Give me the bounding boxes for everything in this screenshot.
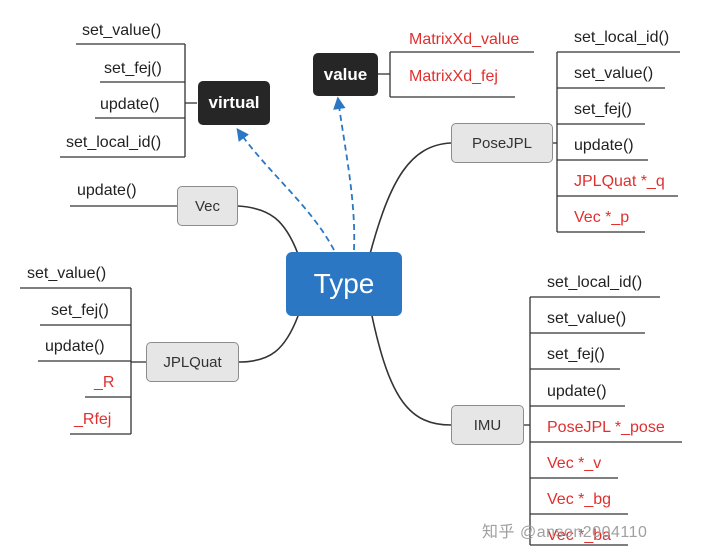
imu-item-update: update() — [547, 383, 607, 400]
imu-item-vec-v: Vec *_v — [547, 455, 602, 472]
connector-root-jplquat — [238, 315, 299, 363]
virtual-item-set-value: set_value() — [82, 22, 162, 39]
jplquat-item-set-fej: set_fej() — [51, 302, 109, 319]
connector-root-vec — [237, 205, 299, 255]
value-item-matrixxd-value: MatrixXd_value — [409, 31, 520, 48]
jplquat-branch-lines — [20, 287, 146, 435]
value-item-matrixxd-fej: MatrixXd_fej — [409, 68, 498, 85]
jplquat-item-r: _R — [94, 374, 115, 391]
node-imu[interactable]: IMU — [451, 405, 524, 445]
virtual-item-update: update() — [100, 96, 160, 113]
node-virtual[interactable]: virtual — [198, 81, 270, 125]
node-posejpl[interactable]: PoseJPL — [451, 123, 553, 163]
dashed-arrow-virtual — [236, 127, 335, 251]
jplquat-item-set-value: set_value() — [27, 265, 107, 282]
vec-item-update: update() — [77, 182, 137, 199]
node-jplquat[interactable]: JPLQuat — [146, 342, 239, 382]
imu-item-vec-bg: Vec *_bg — [547, 491, 612, 508]
watermark: 知乎 @anson2004110 — [482, 524, 648, 541]
connector-root-posejpl — [369, 142, 452, 255]
imu-branch-lines — [524, 296, 682, 546]
node-value[interactable]: value — [313, 53, 378, 96]
posejpl-item-set-local-id: set_local_id() — [574, 29, 670, 46]
dashed-arrow-value — [333, 96, 356, 251]
connector-root-imu — [371, 315, 452, 426]
posejpl-item-vec-p: Vec *_p — [574, 209, 630, 226]
imu-item-vec-ba: Vec *_ba — [547, 527, 612, 544]
posejpl-item-set-fej: set_fej() — [574, 101, 632, 118]
virtual-item-set-local-id: set_local_id() — [66, 134, 162, 151]
value-branch-lines — [378, 51, 534, 98]
virtual-item-set-fej: set_fej() — [104, 60, 162, 77]
imu-item-posejpl-pose: PoseJPL *_pose — [547, 419, 665, 436]
posejpl-branch-lines — [553, 51, 680, 233]
root-node-type[interactable]: Type — [286, 252, 402, 316]
posejpl-item-update: update() — [574, 137, 634, 154]
imu-item-set-fej: set_fej() — [547, 346, 605, 363]
virtual-branch-lines — [60, 43, 197, 158]
imu-item-set-value: set_value() — [547, 310, 627, 327]
posejpl-item-set-value: set_value() — [574, 65, 654, 82]
imu-item-set-local-id: set_local_id() — [547, 274, 643, 291]
posejpl-item-jplquat-q: JPLQuat *_q — [574, 173, 665, 190]
jplquat-item-update: update() — [45, 338, 105, 355]
node-vec[interactable]: Vec — [177, 186, 238, 226]
jplquat-item-rfej: _Rfej — [74, 411, 112, 428]
